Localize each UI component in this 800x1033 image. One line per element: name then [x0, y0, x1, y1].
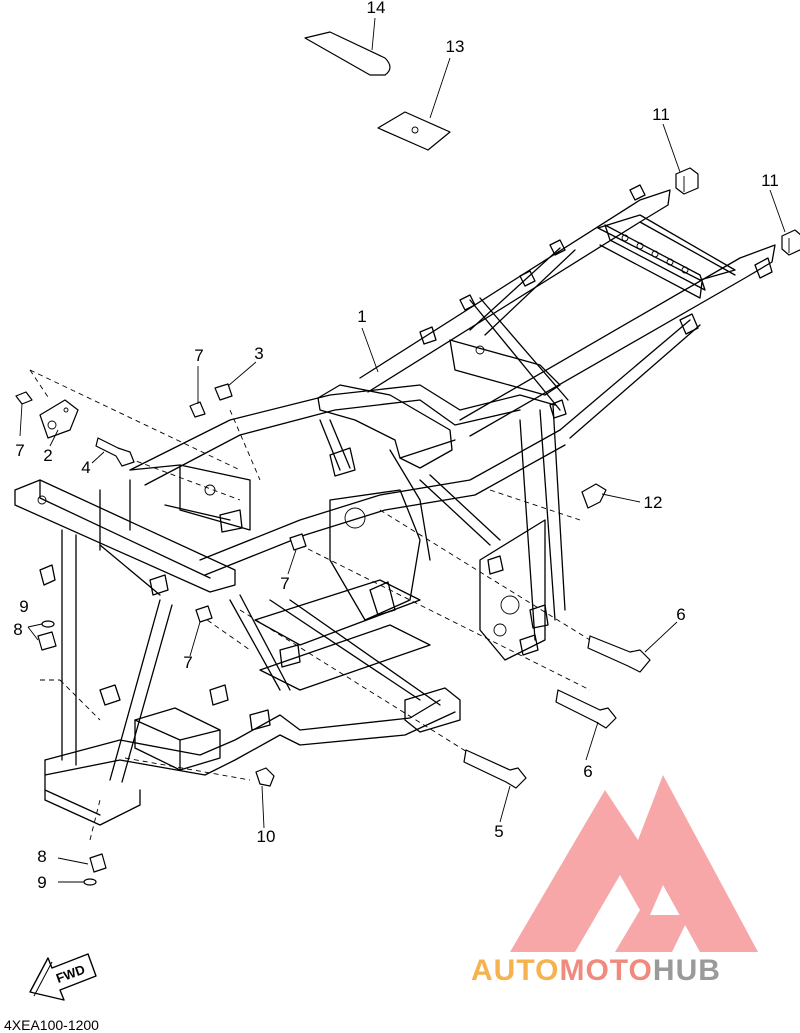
- damper-part-11a: [675, 167, 699, 195]
- main-frame: [14, 184, 776, 826]
- callout-leaders: [19, 17, 786, 883]
- callout-11a: 11: [652, 105, 670, 124]
- washer-part-9a: [41, 620, 55, 628]
- fwd-arrow-icon: [29, 953, 97, 1001]
- callout-4: 4: [81, 458, 90, 477]
- damper-part-11b: [781, 229, 800, 256]
- callout-7d: 7: [183, 653, 192, 672]
- reference-leaders: [29, 369, 591, 841]
- small-parts: [15, 31, 800, 886]
- callout-3: 3: [254, 344, 263, 363]
- watermark-logo: [510, 775, 758, 952]
- callout-14: 14: [367, 0, 386, 17]
- callout-labels: 14 13 11 11 1 3 7 7 2 4 12 7 9 8 6 7 6 5…: [13, 0, 779, 892]
- diagram-code: 4XEA100-1200: [4, 1017, 99, 1033]
- watermark-word-moto: MOTO: [559, 954, 652, 987]
- collar-part-8a: [37, 631, 57, 651]
- pad-part-14: [304, 31, 391, 76]
- callout-11b: 11: [761, 171, 779, 190]
- bolt-part-6b: [555, 689, 617, 729]
- bolt-part-5: [463, 749, 527, 789]
- callout-7a: 7: [194, 346, 203, 365]
- watermark-logo-mark: [510, 775, 758, 952]
- callout-5: 5: [494, 822, 503, 841]
- clip-part-12: [581, 483, 607, 509]
- nut-part-7d: [195, 605, 213, 623]
- collar-part-8b: [89, 853, 107, 873]
- bolt-part-10: [255, 767, 275, 787]
- callout-6b: 6: [583, 762, 592, 781]
- callout-13: 13: [446, 37, 465, 56]
- nut-part-7b: [189, 401, 206, 418]
- bolt-part-4: [95, 437, 135, 467]
- callout-9a: 9: [19, 597, 28, 616]
- forward-arrow: FWD: [29, 953, 97, 1001]
- callout-6a: 6: [676, 605, 685, 624]
- pad-part-13: [377, 111, 451, 151]
- nut-part-7a: [15, 391, 33, 405]
- washer-part-9b: [83, 878, 97, 886]
- watermark-word-hub: HUB: [653, 954, 721, 987]
- nut-part-7c: [289, 533, 307, 551]
- callout-8b: 8: [37, 847, 46, 866]
- watermark-word-auto: AUTO: [471, 954, 559, 987]
- callout-2: 2: [43, 446, 52, 465]
- bolt-part-3: [214, 383, 233, 401]
- callout-1: 1: [357, 307, 366, 326]
- callout-9b: 9: [37, 873, 46, 892]
- bracket-part-2: [39, 399, 79, 439]
- callout-12: 12: [644, 493, 663, 512]
- bolt-part-6a: [587, 635, 651, 673]
- watermark-text: AUTOMOTOHUB: [471, 954, 721, 987]
- callout-10: 10: [257, 827, 276, 846]
- callout-7c: 7: [280, 574, 289, 593]
- watermark-word: AUTOMOTOHUB: [471, 954, 721, 987]
- callout-8a: 8: [13, 620, 22, 639]
- callout-7b: 7: [15, 441, 24, 460]
